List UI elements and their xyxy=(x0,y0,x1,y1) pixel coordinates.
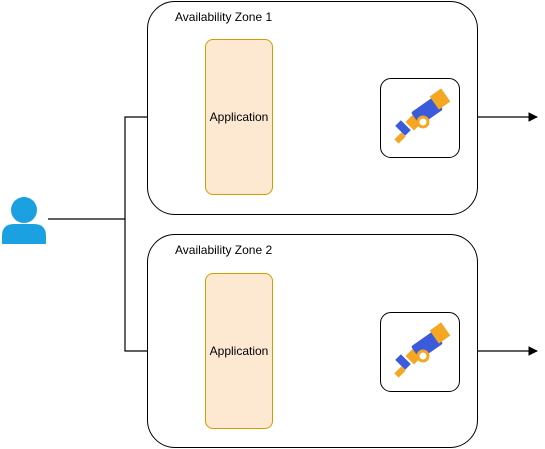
telescope-tool-zone-2[interactable] xyxy=(380,312,460,392)
zone-1-title: Availability Zone 1 xyxy=(175,10,273,24)
application-label: Application xyxy=(209,344,269,358)
telescope-icon xyxy=(394,88,451,144)
telescope-icon xyxy=(394,322,451,378)
application-box-zone-1[interactable]: Application xyxy=(205,39,273,195)
zone-2-title: Availability Zone 2 xyxy=(175,243,273,257)
user-actor[interactable] xyxy=(0,196,48,249)
user-icon xyxy=(2,197,46,244)
telescope-tool-zone-1[interactable] xyxy=(380,78,460,158)
application-label: Application xyxy=(209,110,269,124)
application-box-zone-2[interactable]: Application xyxy=(205,273,273,429)
